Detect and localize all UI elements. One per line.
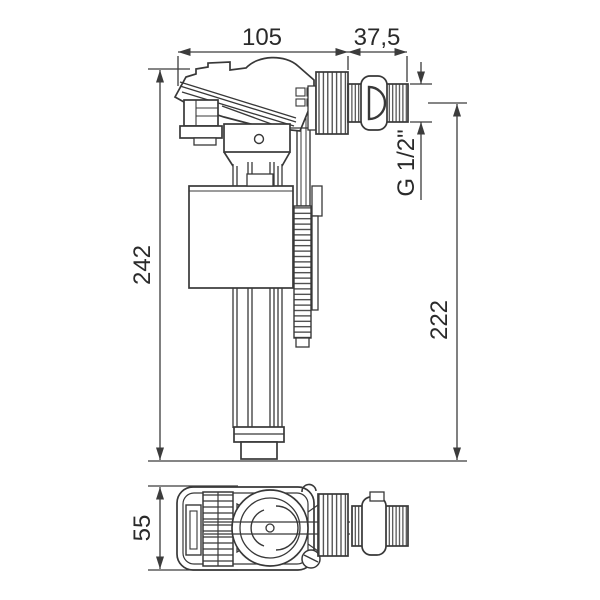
screw-slot: [303, 554, 319, 563]
body-hole: [253, 133, 265, 145]
plan-inlet-connection: [307, 491, 409, 557]
dim-label-55: 55: [129, 515, 156, 542]
body-shoulder-left: [223, 151, 234, 167]
hose-end-cap: [295, 337, 310, 348]
thread-size-label: G 1/2": [393, 129, 420, 196]
dim-label-222: 222: [426, 300, 453, 340]
float: [188, 185, 294, 289]
inlet-connection: [307, 71, 409, 135]
cap-arc-left: [250, 509, 265, 547]
lever-rod-lines: [179, 81, 297, 127]
rack-frame-inner: [189, 510, 198, 550]
dimension-labels: 105 37,5 242 222 G 1/2" 55: [129, 24, 453, 541]
corrugated-hose: [293, 205, 312, 339]
flange-nut: [360, 75, 388, 131]
mounting-hook: [301, 483, 317, 493]
rack-frame: [185, 504, 202, 556]
plan-view: [176, 483, 409, 571]
adjuster-block: [183, 99, 219, 127]
tube-end-piece: [240, 441, 278, 460]
hose-clip-bar: [311, 215, 319, 311]
dim-label-37-5: 37,5: [354, 24, 401, 51]
dim-label-105: 105: [242, 24, 282, 51]
inlet-collar: [307, 85, 317, 131]
hose-clip-head: [311, 185, 323, 217]
cap-arc-right: [275, 505, 299, 551]
adjuster-foot: [193, 137, 217, 146]
lever-assembly: [173, 56, 315, 132]
body-block: [223, 123, 291, 153]
dimensions: [148, 48, 467, 571]
cap-center-pin: [265, 523, 275, 533]
plan-coupling-nut: [317, 493, 349, 557]
flange-d-profile: [367, 85, 387, 121]
plan-valve-cap: [204, 489, 350, 569]
side-view: [173, 56, 409, 460]
body-shoulder-right: [281, 151, 291, 167]
plan-flange-tab: [369, 491, 385, 502]
adjuster-stack: [179, 99, 223, 146]
coupling-nut: [315, 71, 349, 135]
adjuster-base: [179, 125, 223, 139]
float-arm-slot: [246, 173, 274, 187]
extension-lines: [148, 56, 467, 571]
adjuster-teeth: [195, 100, 218, 126]
dim-label-242: 242: [129, 245, 156, 285]
plan-flange-nut: [361, 496, 387, 556]
refill-hose-assembly: [293, 107, 323, 348]
cap-circle-outer: [231, 489, 309, 567]
cap-circle-inner: [239, 497, 301, 559]
